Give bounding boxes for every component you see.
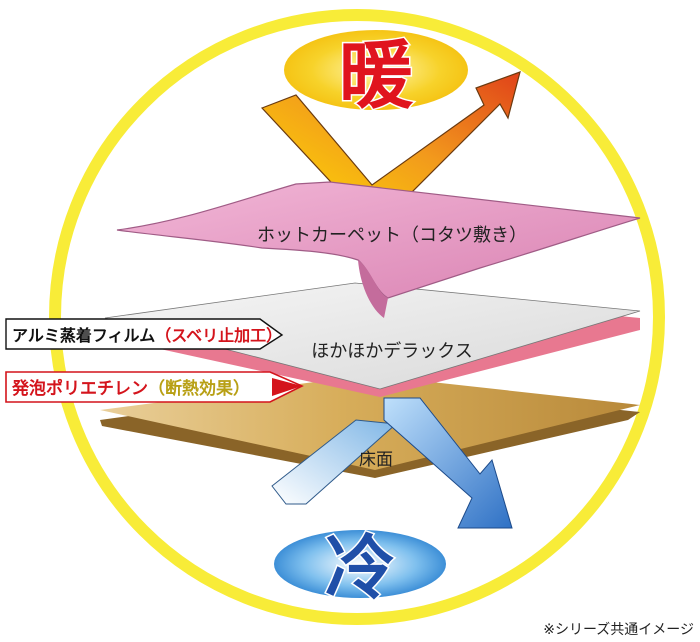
aluminum-note: （スベリ止加工） <box>155 326 282 345</box>
svg-text:アルミ蒸着フィルム（スベリ止加工）: アルミ蒸着フィルム（スベリ止加工） <box>12 326 282 345</box>
warm-glow <box>284 30 468 110</box>
foam-label: 発泡ポリエチレン <box>11 378 148 399</box>
cold-arrow-blue <box>383 397 513 529</box>
cold-label: 冷 <box>325 527 395 609</box>
aluminum-label: アルミ蒸着フィルム <box>12 326 155 345</box>
deluxe-layer <box>104 282 641 397</box>
foam-note: （断熱効果） <box>148 378 250 399</box>
carpet-layer <box>116 181 641 318</box>
footnote: ※シリーズ共通イメージ <box>543 622 694 638</box>
deluxe-label: ほかほかデラックス <box>311 341 472 362</box>
yellow-ring <box>49 9 665 625</box>
warm-label: 暖 <box>339 33 414 119</box>
cold-arrow-light <box>271 419 398 505</box>
cold-glow <box>274 530 446 598</box>
floor-label: 床面 <box>359 450 393 470</box>
carpet-label: ホットカーペット（コタツ敷き） <box>257 225 527 246</box>
foam-callout: 発泡ポリエチレン（断熱効果） <box>5 371 304 403</box>
aluminum-callout: アルミ蒸着フィルム（スベリ止加工） <box>5 318 284 350</box>
svg-text:発泡ポリエチレン（断熱効果）: 発泡ポリエチレン（断熱効果） <box>11 378 250 399</box>
